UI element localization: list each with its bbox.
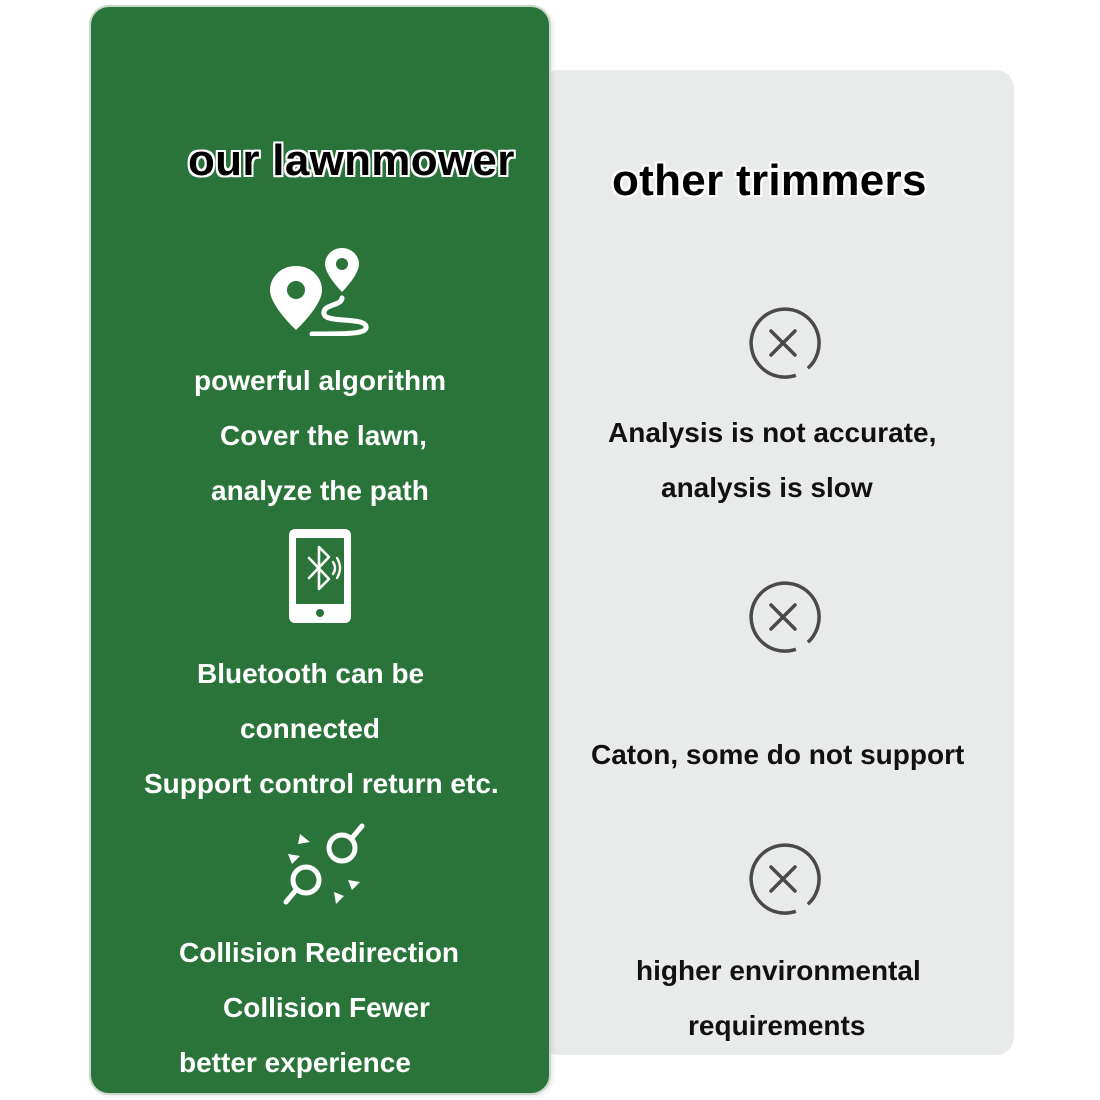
map-route-icon	[270, 248, 369, 336]
bluetooth-phone-icon	[289, 529, 351, 623]
ours-feature-1-line-1: powerful algorithm	[194, 365, 446, 396]
ours-feature-3-line-3: better experience	[179, 1047, 411, 1078]
ours-feature-3-line-1: Collision Redirection	[179, 937, 460, 968]
cross-circle-icon	[749, 307, 821, 379]
other-feature-2-line-1: Caton, some do not support	[591, 739, 965, 770]
other-trimmers-panel	[540, 70, 1014, 1055]
ours-feature-1-line-2: Cover the lawn,	[220, 420, 427, 451]
ours-feature-1-line-3: analyze the path	[211, 475, 429, 506]
ours-feature-2-line-2: connected	[240, 713, 381, 744]
other-feature-1-line-1: Analysis is not accurate,	[608, 417, 937, 448]
ours-feature-3-line-2: Collision Fewer	[223, 992, 430, 1023]
cross-circle-icon	[749, 843, 821, 915]
other-feature-3-line-2: requirements	[688, 1010, 866, 1041]
our-lawnmower-title: our lawnmower	[188, 136, 515, 185]
other-trimmers-title: other trimmers	[612, 156, 927, 205]
ours-feature-2-line-3: Support control return etc.	[144, 768, 499, 799]
other-feature-3-line-1: higher environmental	[636, 955, 921, 986]
other-feature-1-line-2: analysis is slow	[661, 472, 873, 503]
collision-icon	[283, 823, 365, 905]
ours-feature-2-line-1: Bluetooth can be	[197, 658, 425, 689]
cross-circle-icon	[749, 581, 821, 653]
